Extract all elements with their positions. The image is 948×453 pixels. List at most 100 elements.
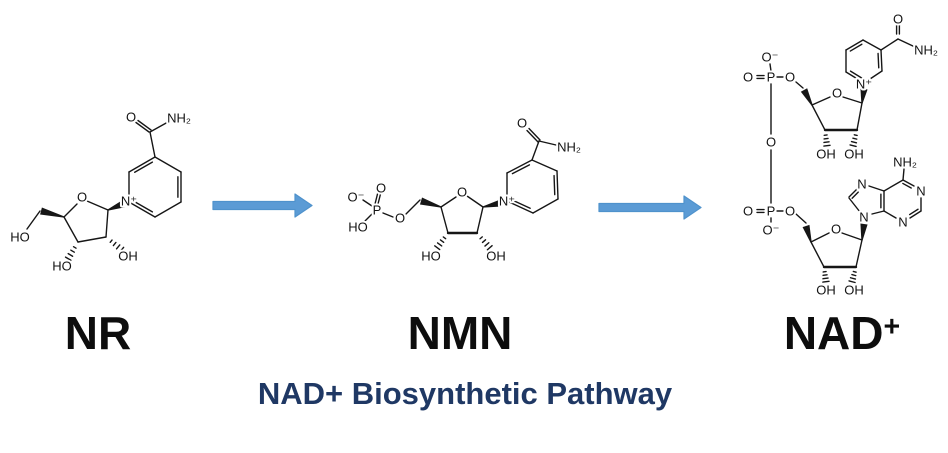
bond (86, 200, 109, 211)
atom-O: O (766, 135, 776, 150)
atom-O: O (831, 222, 841, 237)
bond (880, 38, 899, 51)
bond (466, 195, 484, 208)
bond (440, 206, 449, 234)
bond (107, 200, 125, 211)
atom-O: O (126, 110, 136, 125)
atom-O: O (517, 116, 527, 131)
bond (72, 246, 77, 249)
bond (439, 239, 445, 243)
atom-HO: HO (348, 220, 368, 235)
nad-molecule: O NH₂ N⁺ O OH OH O⁻ O P O O O P O⁻ O O O… (741, 10, 940, 300)
bond (506, 200, 534, 214)
bond (363, 213, 373, 223)
bond (810, 241, 825, 268)
nr-bonds (26, 119, 182, 261)
bond (531, 159, 558, 172)
bond (883, 210, 897, 219)
bond (845, 71, 865, 84)
bond (795, 213, 807, 224)
bond (556, 170, 559, 200)
bond (823, 144, 831, 147)
nmn-bonds (362, 127, 559, 251)
bond (538, 140, 557, 146)
atom-O: O (77, 190, 87, 205)
atom-N: N (916, 184, 925, 199)
atom-NH2: NH₂ (167, 111, 191, 126)
atom-OH: OH (816, 283, 836, 298)
bond (811, 104, 826, 131)
bond (880, 49, 883, 72)
bond (897, 38, 916, 48)
bond (909, 210, 922, 219)
atom-O: O (395, 211, 405, 226)
atom-OH: OH (486, 249, 506, 264)
bond (868, 185, 885, 192)
bond (862, 39, 882, 51)
bond (856, 102, 863, 131)
bond (115, 244, 121, 250)
atom-HO: HO (10, 230, 30, 245)
atom-OH: OH (816, 147, 836, 162)
bond (795, 81, 804, 89)
bond (855, 239, 863, 268)
bond (382, 212, 394, 218)
atom-N: N (859, 210, 868, 225)
atom-O: O (785, 70, 795, 85)
bond (149, 131, 156, 158)
atom-O: O (893, 12, 903, 27)
bond (105, 209, 109, 238)
bond (64, 256, 72, 261)
bond (823, 141, 830, 144)
bond (822, 274, 828, 277)
bond (405, 199, 421, 215)
bond (526, 129, 539, 143)
bond (506, 159, 533, 174)
bond (63, 203, 78, 218)
bond (902, 179, 915, 187)
bond (119, 246, 125, 253)
bond (26, 210, 41, 230)
arrow-nr-to-nmn (212, 193, 313, 218)
bond (849, 277, 857, 280)
atom-NH2: NH₂ (893, 155, 917, 170)
bond (848, 280, 856, 284)
atom-HO: HO (52, 259, 72, 274)
bond (908, 208, 919, 216)
atom-O: O (832, 86, 842, 101)
nr-atom-labels: O NH₂ N⁺ O HO HO OH (8, 108, 193, 276)
bond (109, 239, 113, 243)
atom-P: P (767, 70, 776, 85)
bond (851, 191, 859, 199)
bond (135, 121, 150, 133)
bond (841, 232, 863, 241)
bond (532, 198, 559, 214)
bond (848, 188, 858, 198)
bond (849, 70, 864, 80)
bond (70, 249, 76, 253)
bond (769, 63, 772, 72)
bond (811, 96, 831, 106)
atom-OH: OH (844, 147, 864, 162)
bond (479, 236, 483, 240)
atom-P: P (767, 204, 776, 219)
bond (852, 270, 857, 273)
bond (852, 137, 858, 140)
bond (553, 174, 556, 196)
bond (851, 273, 857, 277)
atom-N-plus: N⁺ (499, 194, 515, 209)
bond (902, 182, 912, 189)
atom-NH2: NH₂ (557, 140, 581, 155)
atom-NH2: NH₂ (914, 43, 938, 58)
atom-OH: OH (118, 249, 138, 264)
nmn-molecule: O O⁻ HO O P O HO OH N⁺ O NH₂ (346, 114, 583, 266)
pathway-title: NAD+ Biosynthetic Pathway (257, 376, 673, 411)
bond (63, 216, 79, 243)
nad-label-sup: + (883, 311, 901, 344)
atom-O: O (743, 70, 753, 85)
bond (863, 70, 883, 84)
bond (871, 210, 885, 215)
atom-O: O (743, 204, 753, 219)
bond (802, 224, 812, 243)
bond (849, 43, 863, 52)
